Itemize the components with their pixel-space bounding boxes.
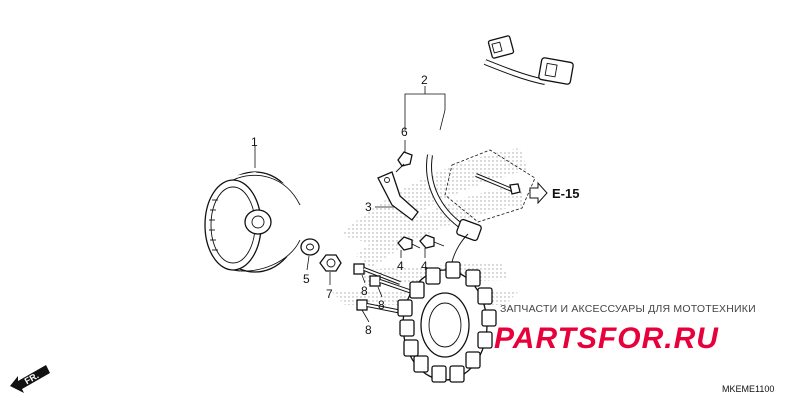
callout-2: 2: [421, 73, 428, 87]
harness-clamp: [377, 171, 419, 221]
wire-harness: [426, 35, 574, 242]
flange-nut: [319, 254, 342, 272]
watermark-tagline: ЗАПЧАСТИ И АКСЕССУАРЫ ДЛЯ МОТОТЕХНИКИ: [500, 303, 756, 315]
reference-dashed-box: [444, 149, 536, 223]
callout-7: 7: [326, 287, 333, 301]
stator-coil: [397, 233, 497, 383]
callout-4a: 4: [397, 259, 404, 273]
callout-1: 1: [251, 135, 258, 149]
flywheel-rotor: [204, 171, 301, 273]
reference-arrow: E-15: [529, 181, 579, 205]
bolt-pair: [397, 234, 445, 251]
reference-label: E-15: [552, 186, 579, 201]
callout-3: 3: [365, 200, 372, 214]
front-direction-arrow: FR.: [10, 365, 50, 393]
callout-6: 6: [401, 125, 408, 139]
small-bolt: [395, 151, 413, 173]
callout-5: 5: [303, 272, 310, 286]
watermark-logo: PARTSFOR.RU: [494, 322, 719, 355]
stator-bolts: [353, 263, 413, 314]
diagram-code: MKEME1100: [722, 384, 774, 394]
leader-lines: [254, 86, 446, 323]
callout-8c: 8: [365, 323, 372, 337]
watermark: ЗАПЧАСТИ И АКСЕССУАРЫ ДЛЯ МОТОТЕХНИКИ PA…: [494, 303, 756, 355]
callout-8b: 8: [378, 298, 385, 312]
washer: [300, 238, 320, 256]
callout-8a: 8: [361, 284, 368, 298]
callout-4b: 4: [421, 259, 428, 273]
